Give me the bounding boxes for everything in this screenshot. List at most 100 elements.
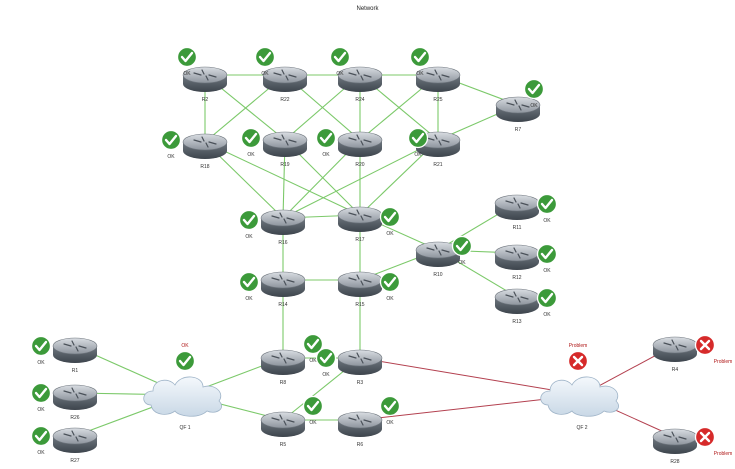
router-label: R25 <box>433 97 442 103</box>
status-ok-icon <box>315 127 337 149</box>
router-node[interactable]: R21 OK <box>407 127 461 169</box>
status-text: OK <box>247 152 255 158</box>
router-label: R28 <box>670 459 679 465</box>
router-label: R5 <box>280 442 287 448</box>
status-text: OK <box>181 343 189 349</box>
status-text: OK <box>167 154 175 160</box>
router-label: R24 <box>355 97 364 103</box>
status-text: Problem <box>714 359 733 365</box>
status-ok-icon <box>536 193 558 215</box>
cloud-node[interactable]: QF 1OK <box>143 343 223 431</box>
router-label: R19 <box>280 162 289 168</box>
router-icon <box>260 209 306 235</box>
router-node[interactable]: R26 OK <box>30 382 98 422</box>
router-node[interactable]: R27 OK <box>30 425 98 465</box>
status-text: OK <box>322 372 330 378</box>
router-node[interactable]: R28 Problem <box>652 426 733 466</box>
router-icon <box>494 244 540 270</box>
router-label: R3 <box>357 380 364 386</box>
router-label: R22 <box>280 97 289 103</box>
router-icon <box>52 337 98 363</box>
status-text: OK <box>37 450 45 456</box>
router-node[interactable]: R15 OK <box>337 271 401 308</box>
router-node[interactable]: R19 OK <box>240 127 308 169</box>
status-text: OK <box>543 312 551 318</box>
cloud-icon <box>143 376 223 417</box>
status-text: OK <box>530 103 538 109</box>
status-ok-icon <box>379 206 401 228</box>
status-ok-icon <box>451 235 473 257</box>
router-label: R10 <box>433 272 442 278</box>
status-ok-icon <box>302 395 324 417</box>
status-text: Problem <box>714 451 733 457</box>
router-label: R2 <box>202 97 209 103</box>
router-icon <box>337 131 383 157</box>
status-text: OK <box>37 407 45 413</box>
router-icon <box>494 194 540 220</box>
router-icon <box>495 96 541 122</box>
router-label: R15 <box>355 302 364 308</box>
router-label: R16 <box>278 240 287 246</box>
status-text: OK <box>543 218 551 224</box>
router-label: R17 <box>355 237 364 243</box>
router-icon <box>337 349 383 375</box>
status-text: OK <box>543 268 551 274</box>
router-label: R21 <box>433 162 442 168</box>
status-text: OK <box>322 152 330 158</box>
link-r_mid1-r_c2 <box>204 141 361 216</box>
router-icon <box>52 427 98 453</box>
cloud-icon <box>540 376 620 417</box>
status-ok-icon <box>238 209 260 231</box>
router-node[interactable]: R20 OK <box>315 127 383 169</box>
status-text: Problem <box>569 343 588 349</box>
router-label: R14 <box>278 302 287 308</box>
status-text: OK <box>386 296 394 302</box>
router-icon <box>182 66 228 92</box>
router-label: R13 <box>512 319 521 325</box>
status-text: OK <box>414 152 422 158</box>
link-r_mid4-r_c1 <box>282 139 439 219</box>
router-icon <box>415 241 461 267</box>
router-label: R20 <box>355 162 364 168</box>
router-node[interactable]: R13 OK <box>494 287 558 326</box>
router-label: R18 <box>200 164 209 170</box>
network-title: Network <box>356 6 379 12</box>
router-icon <box>494 288 540 314</box>
router-icon <box>652 428 698 454</box>
status-ok-icon <box>379 395 401 417</box>
status-text: OK <box>386 420 394 426</box>
status-ok-icon <box>379 271 401 293</box>
status-ok-icon <box>240 127 262 149</box>
status-ok-icon <box>30 425 52 447</box>
status-ok-icon <box>536 243 558 265</box>
status-ok-icon <box>174 350 196 372</box>
status-text: OK <box>386 231 394 237</box>
router-node[interactable]: R17 OK <box>337 206 401 243</box>
router-icon <box>260 411 306 437</box>
router-node[interactable]: R3 OK <box>315 347 383 387</box>
status-ok-icon <box>238 271 260 293</box>
router-node[interactable]: R18 OK <box>160 129 228 171</box>
status-ok-icon <box>160 129 182 151</box>
status-problem-icon <box>567 350 589 372</box>
router-label: R27 <box>70 458 79 464</box>
router-label: R26 <box>70 415 79 421</box>
link-r_s2-qf2 <box>359 357 583 396</box>
status-ok-icon <box>315 347 337 369</box>
